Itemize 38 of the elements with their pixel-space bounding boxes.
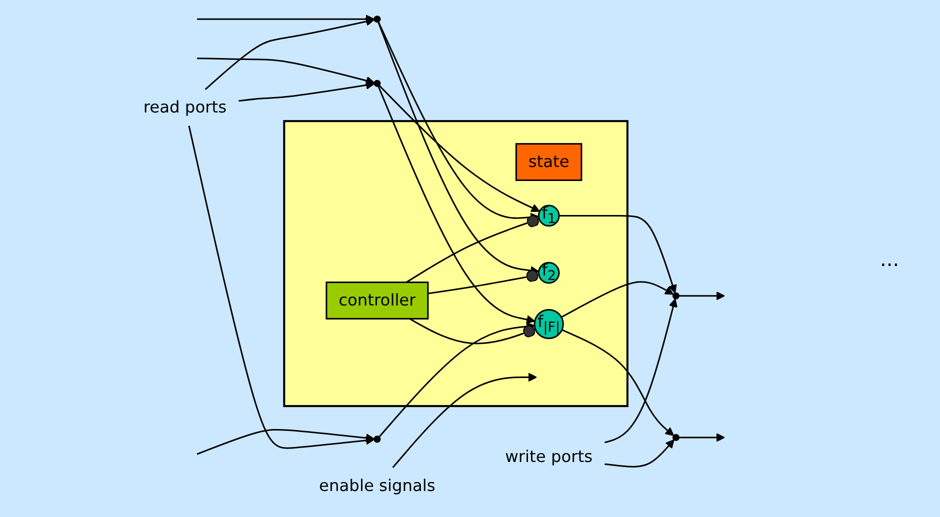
node-circle [672,434,680,442]
arrow [378,86,536,324]
connector [428,270,539,294]
arrow [562,329,674,436]
node-box [326,282,429,320]
arrow [679,291,725,300]
node-box [515,143,582,181]
node-circle [534,309,564,340]
node-text: enable signals [319,476,436,495]
arrow [604,439,674,468]
arrow [238,80,375,102]
node-text: read ports [143,98,227,117]
arrow [204,17,375,90]
node-circle [374,80,381,87]
arrow [604,298,678,444]
arrow [559,214,677,294]
node-circle [374,436,381,443]
arrow [679,433,725,442]
node-text: write ports [505,446,593,466]
connector [409,318,536,344]
arrow [378,85,540,212]
connector [406,215,540,283]
ellipsis-note: ... [880,246,900,270]
arrow [188,126,375,449]
arrow [197,14,375,24]
arrow [378,322,535,438]
arrow [392,372,538,468]
node-circle [672,292,680,300]
arrow [197,58,375,85]
node-circle [538,262,560,284]
arrow [378,22,540,222]
node-circle [538,204,560,227]
arrow [561,281,674,318]
cluster [283,120,628,408]
arrow [378,22,540,275]
node-circle [374,16,381,23]
block-diagram: state f$_{1}$ f$_{2}$ f$_{|F|}$ controller read ports write ports enable signals [0,5,880,512]
arrow [196,428,375,455]
